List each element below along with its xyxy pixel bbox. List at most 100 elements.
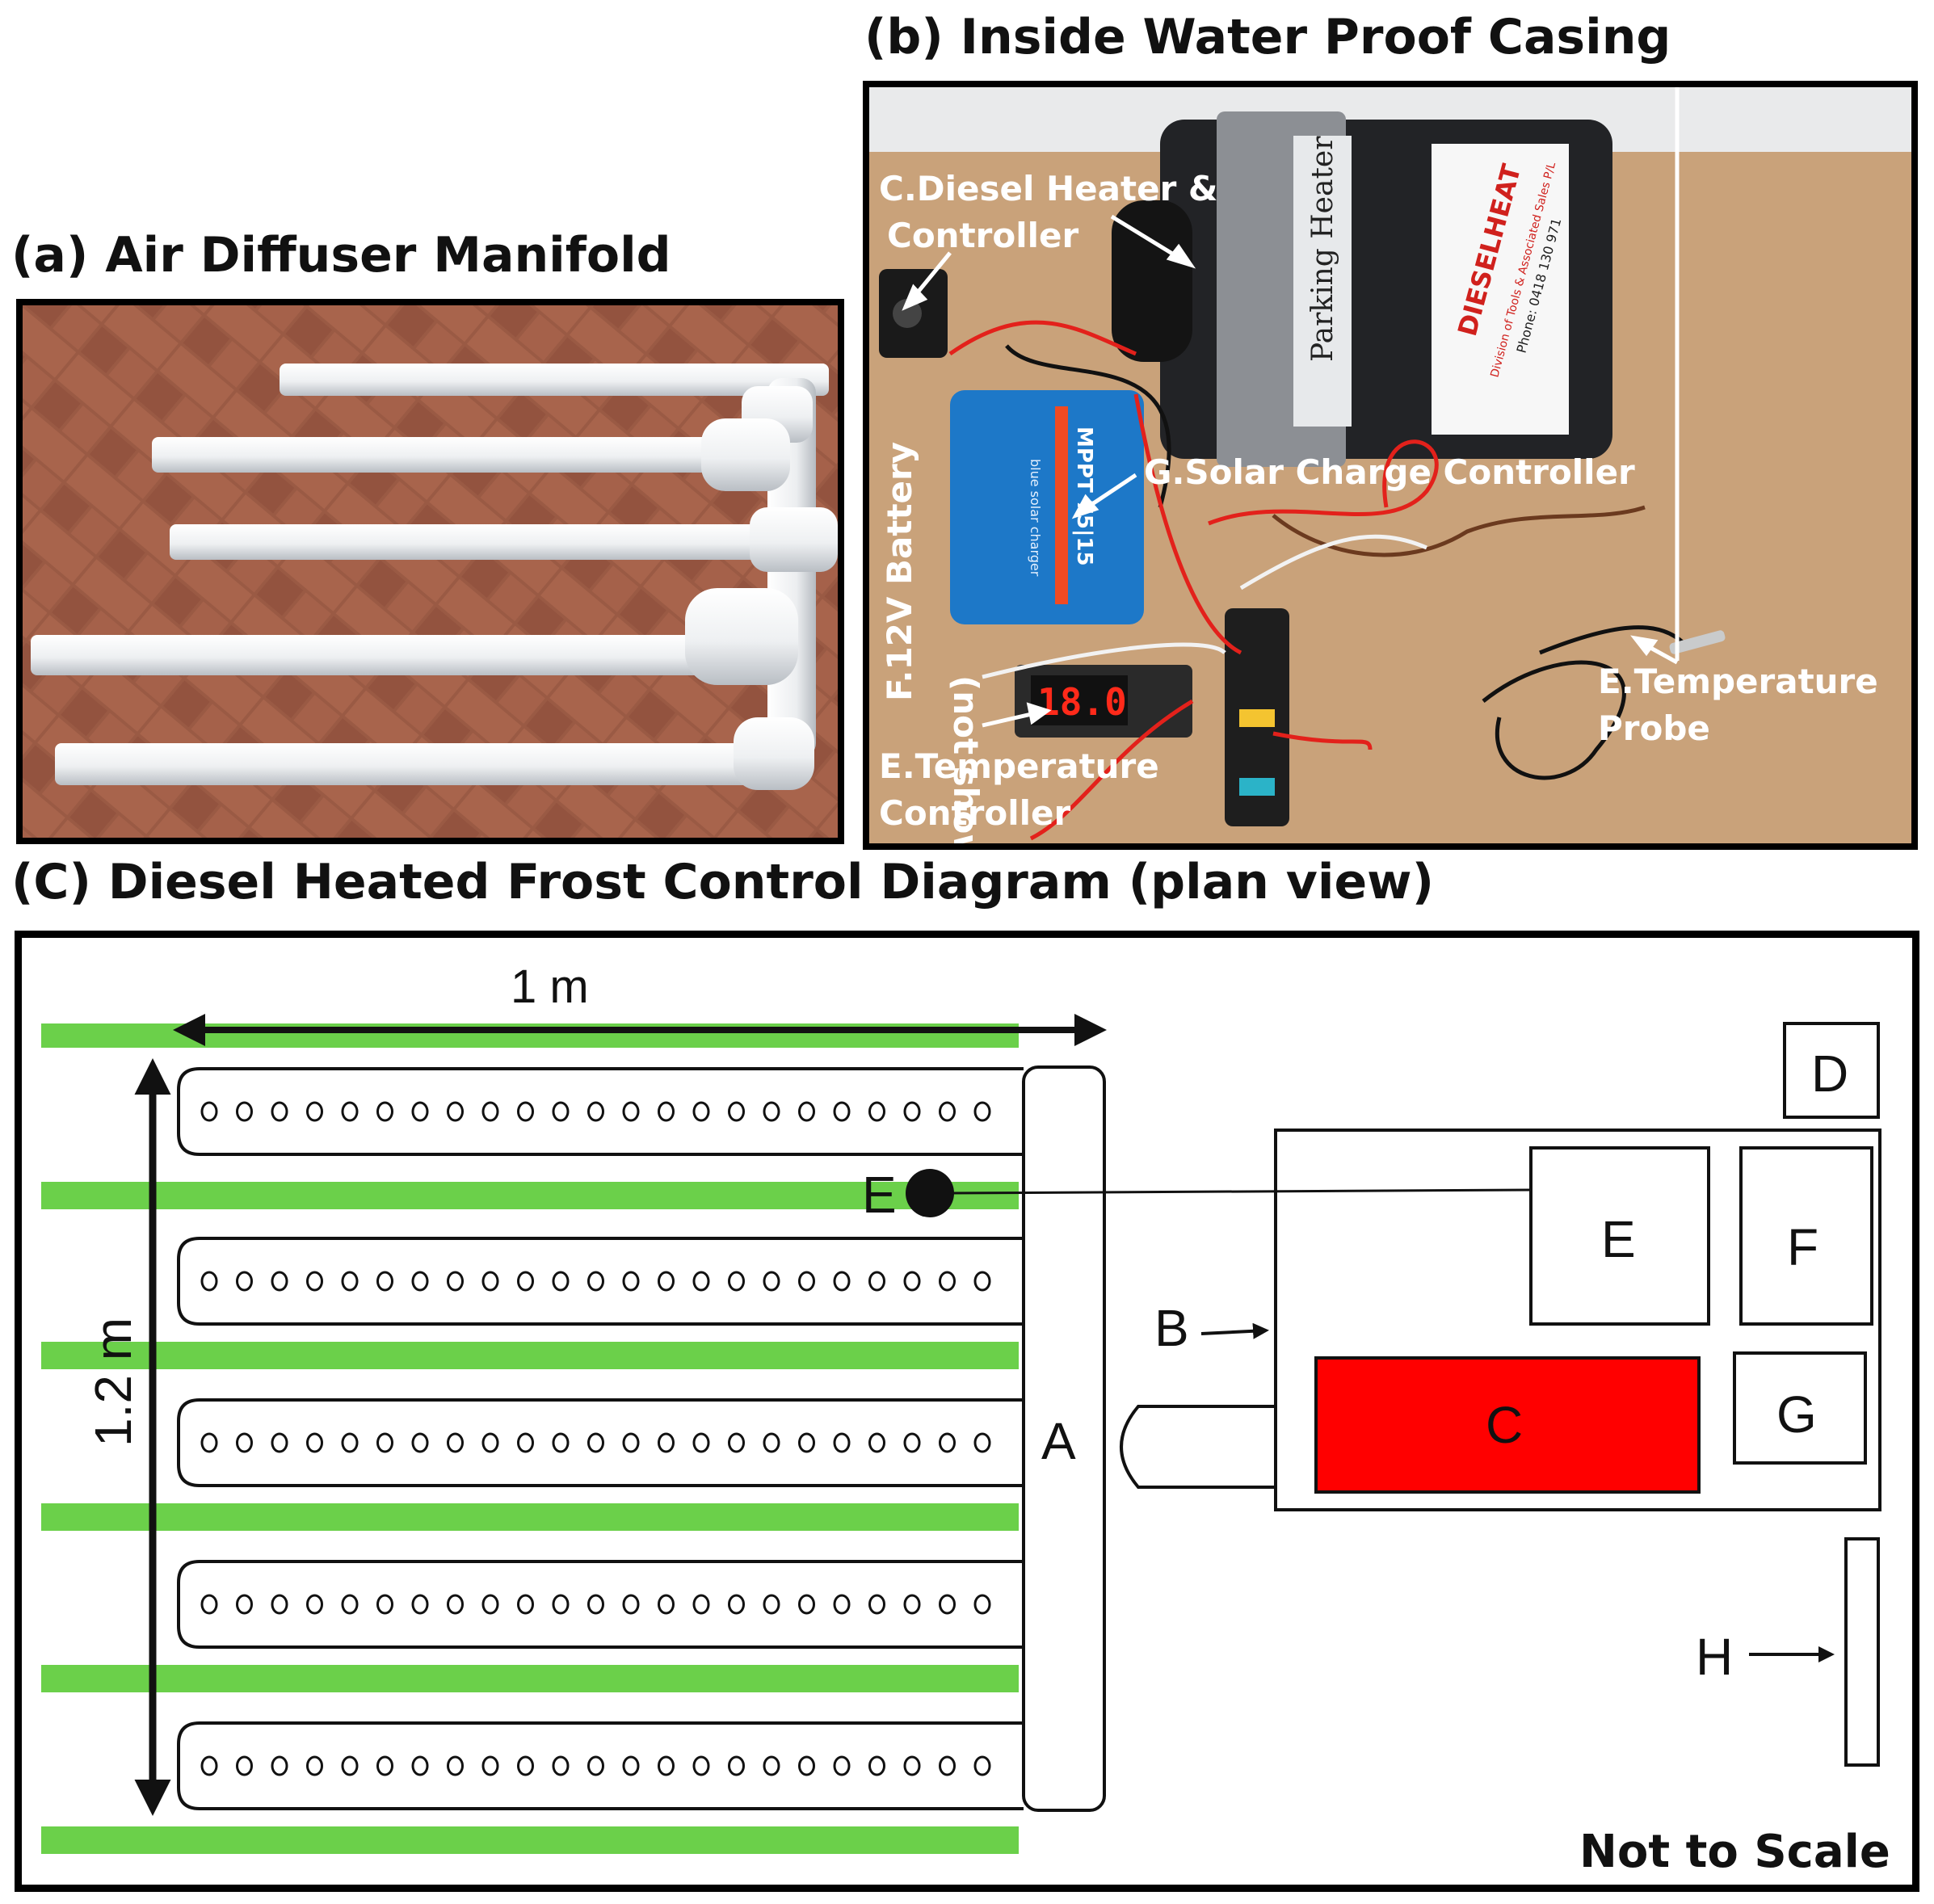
diffuser-hole (973, 1594, 991, 1615)
label-e-probe: E (862, 1166, 897, 1224)
diffuser-hole (587, 1755, 604, 1776)
diffuser-hole (658, 1271, 675, 1292)
diffuser-hole (939, 1271, 956, 1292)
label-f: F (1787, 1218, 1818, 1276)
diffuser-pipe (177, 1560, 1024, 1649)
box-h-solar-panel (1844, 1537, 1880, 1767)
diffuser-hole (798, 1594, 815, 1615)
panel-a-photo (16, 299, 844, 844)
diffuser-hole (411, 1432, 429, 1453)
diffuser-hole (552, 1101, 570, 1122)
diffuser-hole (868, 1432, 885, 1453)
diffuser-hole (763, 1594, 780, 1615)
diffuser-hole (376, 1755, 393, 1776)
diffuser-hole (236, 1755, 253, 1776)
casing-interior-photo: Parking Heater DIESELHEAT Division of To… (869, 87, 1911, 843)
diffuser-hole (341, 1594, 359, 1615)
diffuser-hole (692, 1594, 710, 1615)
not-to-scale-note: Not to Scale (1579, 1826, 1890, 1878)
label-e: E (1601, 1210, 1636, 1268)
diffuser-hole (728, 1755, 745, 1776)
photo-arrows (902, 87, 1680, 728)
diffuser-hole (833, 1101, 851, 1122)
diffuser-hole (868, 1594, 885, 1615)
diffuser-hole (200, 1271, 218, 1292)
diffuser-hole (200, 1594, 218, 1615)
label-diesel-heater-line2: Controller (887, 216, 1079, 255)
diffuser-hole (517, 1271, 534, 1292)
diffuser-hole (306, 1755, 323, 1776)
diffuser-hole (552, 1594, 570, 1615)
diffuser-pipe (177, 1237, 1024, 1326)
diffuser-hole (447, 1101, 464, 1122)
diffuser-hole (622, 1755, 640, 1776)
panel-b-photo: Parking Heater DIESELHEAT Division of To… (863, 81, 1918, 850)
diffuser-hole (692, 1432, 710, 1453)
diffuser-hole (587, 1594, 604, 1615)
diffuser-hole (622, 1432, 640, 1453)
diffuser-hole (481, 1594, 499, 1615)
diffuser-hole (903, 1271, 921, 1292)
diffuser-hole (481, 1101, 499, 1122)
diffuser-hole (306, 1594, 323, 1615)
diffuser-hole (306, 1101, 323, 1122)
probe-wire (950, 1188, 1532, 1195)
diffuser-hole (447, 1432, 464, 1453)
diffuser-hole (517, 1432, 534, 1453)
mppt-model-text: MPPT 75|15 (1072, 427, 1096, 566)
diffuser-hole (622, 1101, 640, 1122)
panel-c-title: (C) Diesel Heated Frost Control Diagram … (11, 854, 1435, 910)
diffuser-hole (728, 1432, 745, 1453)
panel-c-diagram: 1 m 1.2 m A B D E F C G (15, 931, 1919, 1892)
label-solar-controller: G.Solar Charge Controller (1144, 452, 1635, 492)
diffuser-pipes (31, 364, 838, 790)
diffuser-hole (236, 1271, 253, 1292)
diffuser-hole (939, 1755, 956, 1776)
diffuser-hole (728, 1101, 745, 1122)
diffuser-hole (376, 1594, 393, 1615)
frost-control-diagram: 1 m 1.2 m A B D E F C G (41, 960, 1890, 1878)
diffuser-pipe (177, 1398, 1024, 1487)
crop-row (41, 1665, 1019, 1692)
crop-row (41, 1503, 1019, 1531)
diffuser-hole (376, 1101, 393, 1122)
diffuser-hole (341, 1432, 359, 1453)
crop-row (41, 1182, 1019, 1209)
diffuser-hole (376, 1432, 393, 1453)
diffuser-hole (692, 1101, 710, 1122)
diffuser-hole (481, 1755, 499, 1776)
diffuser-hole (236, 1432, 253, 1453)
diffuser-hole (973, 1271, 991, 1292)
diffuser-hole (271, 1432, 288, 1453)
diffuser-hole (411, 1101, 429, 1122)
diffuser-hole (587, 1271, 604, 1292)
diffuser-hole (798, 1101, 815, 1122)
solar-charge-controller: blue solar charger MPPT 75|15 (950, 390, 1144, 624)
wiring (948, 320, 1687, 841)
diffuser-hole (833, 1755, 851, 1776)
width-label: 1 m (511, 960, 589, 1013)
diffuser-hole (236, 1101, 253, 1122)
diffuser-hole (728, 1271, 745, 1292)
label-h: H (1696, 1628, 1733, 1686)
b-arrow (1200, 1322, 1269, 1339)
label-temp-controller-line1: E.Temperature (879, 746, 1159, 786)
height-label: 1.2 m (84, 1318, 142, 1447)
temp-display-text: 18.0 (1037, 680, 1127, 724)
label-temp-probe-line2: Probe (1598, 708, 1710, 748)
diffuser-hole (552, 1271, 570, 1292)
diffuser-hole (447, 1594, 464, 1615)
manifold-a (1022, 1065, 1106, 1812)
temperature-probe (1669, 630, 1726, 654)
diffuser-hole (868, 1755, 885, 1776)
box-g-solar-controller (1733, 1351, 1867, 1465)
label-battery-line2: (not shown) (946, 675, 986, 843)
diffuser-hole (658, 1755, 675, 1776)
diffuser-hole (271, 1271, 288, 1292)
diffuser-hole (236, 1594, 253, 1615)
diffuser-hole (939, 1594, 956, 1615)
box-e-controller (1529, 1146, 1710, 1326)
diffuser-hole (903, 1755, 921, 1776)
label-diesel-heater-line1: C.Diesel Heater & (879, 169, 1218, 208)
diffuser-hole (903, 1594, 921, 1615)
